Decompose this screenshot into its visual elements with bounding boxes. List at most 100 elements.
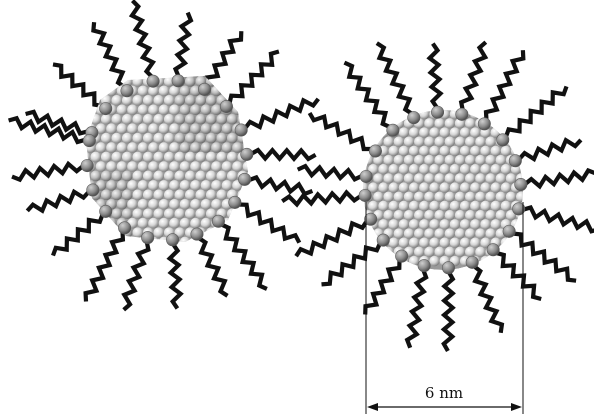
left-core-atom xyxy=(211,199,222,210)
right-core-atom xyxy=(470,164,480,174)
right-core-atom xyxy=(378,164,388,174)
left-core-atom xyxy=(122,114,133,125)
right-core-atom xyxy=(389,201,399,211)
right-core-atom xyxy=(506,173,516,183)
right-core-atom xyxy=(429,219,439,229)
right-ligand-chain xyxy=(365,260,399,315)
left-core-atom xyxy=(159,161,170,172)
left-core-atom xyxy=(169,161,180,172)
right-core-atom xyxy=(465,137,475,147)
left-core-atom xyxy=(248,246,259,257)
right-core-atom xyxy=(419,238,429,248)
right-core-atom xyxy=(445,228,455,238)
right-core-atom xyxy=(480,182,490,192)
left-core-atom xyxy=(138,105,149,116)
left-core-atom xyxy=(143,95,154,106)
left-core-atom xyxy=(138,180,149,191)
left-core-atom xyxy=(169,142,180,153)
left-core-atom xyxy=(190,105,201,116)
left-core-atom xyxy=(127,180,138,191)
left-core-atom xyxy=(216,133,227,144)
left-ligand-chain xyxy=(53,214,103,256)
left-ligand-chain xyxy=(93,22,125,87)
right-core-atom xyxy=(373,192,383,202)
left-core-atom xyxy=(190,199,201,210)
right-core-atom xyxy=(389,164,399,174)
left-core-atom xyxy=(174,208,185,219)
right-core-atom xyxy=(419,109,429,119)
left-ligand-chain xyxy=(124,242,149,310)
right-core-atom xyxy=(434,173,444,183)
left-core-atom xyxy=(264,199,275,210)
left-core-atom xyxy=(258,133,269,144)
right-core-atom xyxy=(378,182,388,192)
left-core-atom xyxy=(180,142,191,153)
left-core-atom xyxy=(195,152,206,163)
right-core-atom xyxy=(521,127,531,137)
left-core-atom xyxy=(279,76,290,87)
left-core-atom xyxy=(264,123,275,134)
right-core-atom xyxy=(353,228,363,238)
left-core-atom xyxy=(153,114,164,125)
left-core-atom xyxy=(216,152,227,163)
left-core-atom xyxy=(159,86,170,97)
right-core-atom xyxy=(480,256,490,266)
left-core-atom xyxy=(96,237,107,248)
left-core-atom xyxy=(106,142,117,153)
right-ligand-chain xyxy=(506,86,567,137)
right-core-atom xyxy=(470,219,480,229)
right-core-atom xyxy=(389,109,399,119)
left-core-atom xyxy=(195,114,206,125)
left-core-atom xyxy=(153,152,164,163)
left-core-atom xyxy=(132,133,143,144)
right-core-atom xyxy=(526,100,536,110)
right-core-atom xyxy=(424,228,434,238)
left-core-atom xyxy=(185,114,196,125)
right-core-atom xyxy=(445,118,455,128)
left-core-atom xyxy=(185,246,196,257)
left-core-atom xyxy=(243,218,254,229)
left-core-atom xyxy=(106,180,117,191)
right-core-atom xyxy=(450,182,460,192)
left-core-atom xyxy=(190,218,201,229)
left-core-atom xyxy=(101,114,112,125)
right-core-atom xyxy=(409,127,419,137)
right-core-atom xyxy=(445,137,455,147)
left-core-atom xyxy=(122,246,133,257)
left-anchor-atom xyxy=(220,100,232,112)
right-anchor-atom xyxy=(509,155,521,167)
right-core-atom xyxy=(526,192,536,202)
right-core-atom xyxy=(485,192,495,202)
left-core-atom xyxy=(90,246,101,257)
right-core-atom xyxy=(531,164,541,174)
right-core-atom xyxy=(485,210,495,220)
right-core-atom xyxy=(531,256,541,266)
right-anchor-atom xyxy=(387,124,399,136)
left-core-atom xyxy=(132,208,143,219)
left-core-atom xyxy=(206,133,217,144)
right-core-atom xyxy=(399,164,409,174)
right-core-atom xyxy=(496,118,506,128)
right-core-atom xyxy=(440,182,450,192)
left-core-atom xyxy=(153,246,164,257)
left-core-atom xyxy=(127,142,138,153)
left-core-atom xyxy=(101,227,112,238)
left-core-atom xyxy=(206,95,217,106)
right-core-atom xyxy=(480,164,490,174)
right-core-atom xyxy=(424,118,434,128)
right-core-atom xyxy=(383,155,393,165)
right-core-atom xyxy=(465,173,475,183)
left-anchor-atom xyxy=(83,134,95,146)
right-core-atom xyxy=(501,201,511,211)
left-core-atom xyxy=(253,86,264,97)
right-core-atom xyxy=(521,164,531,174)
right-core-atom xyxy=(516,247,526,257)
right-core-atom xyxy=(455,247,465,257)
left-core-atom xyxy=(117,123,128,134)
right-core-atom xyxy=(455,192,465,202)
left-core-atom xyxy=(106,218,117,229)
left-core-atom xyxy=(253,199,264,210)
right-core-atom xyxy=(445,173,455,183)
right-core-atom xyxy=(394,173,404,183)
left-core-atom xyxy=(153,171,164,182)
